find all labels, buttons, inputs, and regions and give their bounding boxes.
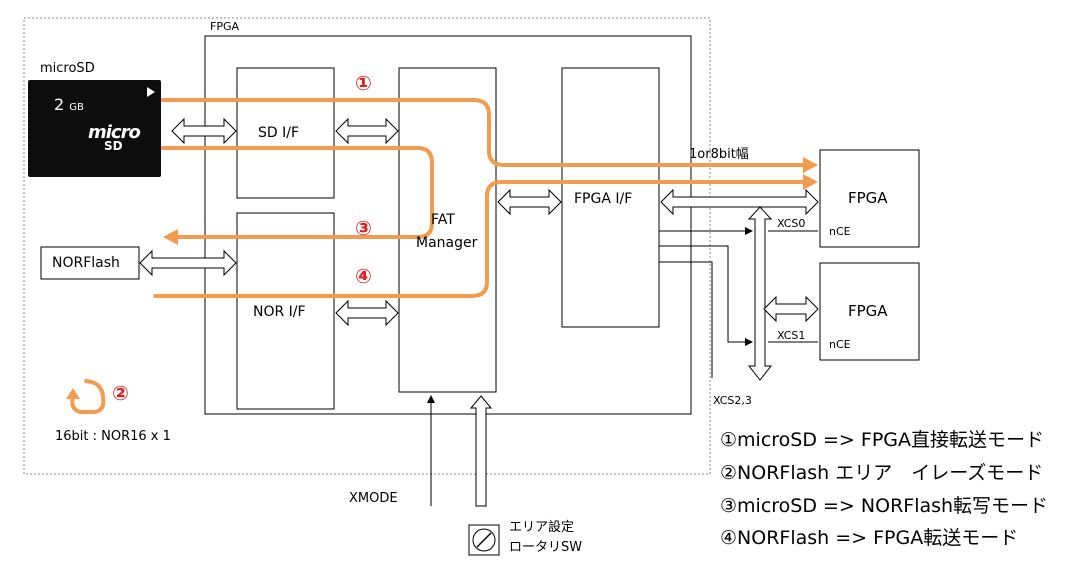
fpga-target-label-2: FPGA [848,302,888,320]
flow-path-3 [153,146,434,239]
microsd-logo-sub: SD [104,139,123,153]
flow-arrowhead-3 [163,229,178,245]
flow-path-4 [153,180,807,298]
double-arrow-bus-vertical [747,206,773,381]
rotary-switch-pointer [476,532,492,548]
marker-3: ③ [355,216,372,240]
xcs1-line [659,245,753,346]
xcs1-label: XCS1 [777,329,806,342]
fpga-target-box-2 [819,262,920,361]
flow-arrowhead-1 [803,157,818,173]
fpga-target-label-1: FPGA [848,189,888,207]
nce-label-1: nCE [829,225,851,238]
fat-label: FAT [431,212,455,228]
nor-if-block [236,212,335,410]
rotary-label-2: ロータリSW [509,540,583,555]
norflash-box [40,246,140,280]
xcs23-label: XCS2,3 [713,394,752,407]
nor-if-label: NOR I/F [253,304,306,320]
legend-item-3: ③microSD => NORFlash転写モード [720,495,1049,517]
fpga-main-box [204,35,692,415]
sd-if-block [236,67,335,199]
flow-path-1 [153,98,807,167]
double-arrow-fpgaif-target [660,188,819,216]
microsd-play-icon [147,87,155,97]
bus-width-label: 1or8bit幅 [689,147,749,162]
microsd-capacity: 2 GB [54,95,84,114]
marker-2: ② [112,381,129,405]
legend-item-1: ①microSD => FPGA直接転送モード [720,429,1045,451]
double-arrow-norflash-norif [139,249,237,277]
microsd-logo: micro [88,122,141,143]
fpga-outer-label: FPGA [210,20,240,33]
xcs0-label: XCS0 [777,217,806,230]
double-arrow-norif-fat [335,299,399,327]
legend-item-2: ②NORFlash エリア イレーズモード [720,462,1044,484]
nce-label-2: nCE [829,338,851,351]
microsd-card-icon [28,80,161,177]
double-arrow-sd-card-sdif [171,117,237,145]
rotary-label-1: エリア設定 [509,520,575,535]
fpga-if-block [561,67,660,328]
norflash-label: NORFlash [52,255,120,271]
marker-4: ④ [355,264,372,288]
microsd-label: microSD [40,61,95,76]
xcs23-line [659,261,713,378]
sd-if-label: SD I/F [258,125,300,141]
double-arrow-sdif-fat [335,117,399,145]
fpga-if-label: FPGA I/F [574,191,633,207]
manager-label: Manager [416,235,478,251]
nor-config-label: 16bit : NOR16 x 1 [55,429,171,444]
arrow-rotary-up [469,395,493,507]
xmode-label: XMODE [349,491,398,506]
flow-arrowhead-2 [66,388,80,399]
flow-arrowhead-4 [803,174,818,190]
legend-item-4: ④NORFlash => FPGA転送モード [720,527,1019,549]
double-arrow-fat-fpgaif [497,188,562,216]
fat-manager-block [398,67,497,393]
flow-loop-2 [70,379,106,414]
double-arrow-target2 [763,295,819,323]
marker-1: ① [355,71,372,95]
fpga-target-box-1 [819,149,920,248]
